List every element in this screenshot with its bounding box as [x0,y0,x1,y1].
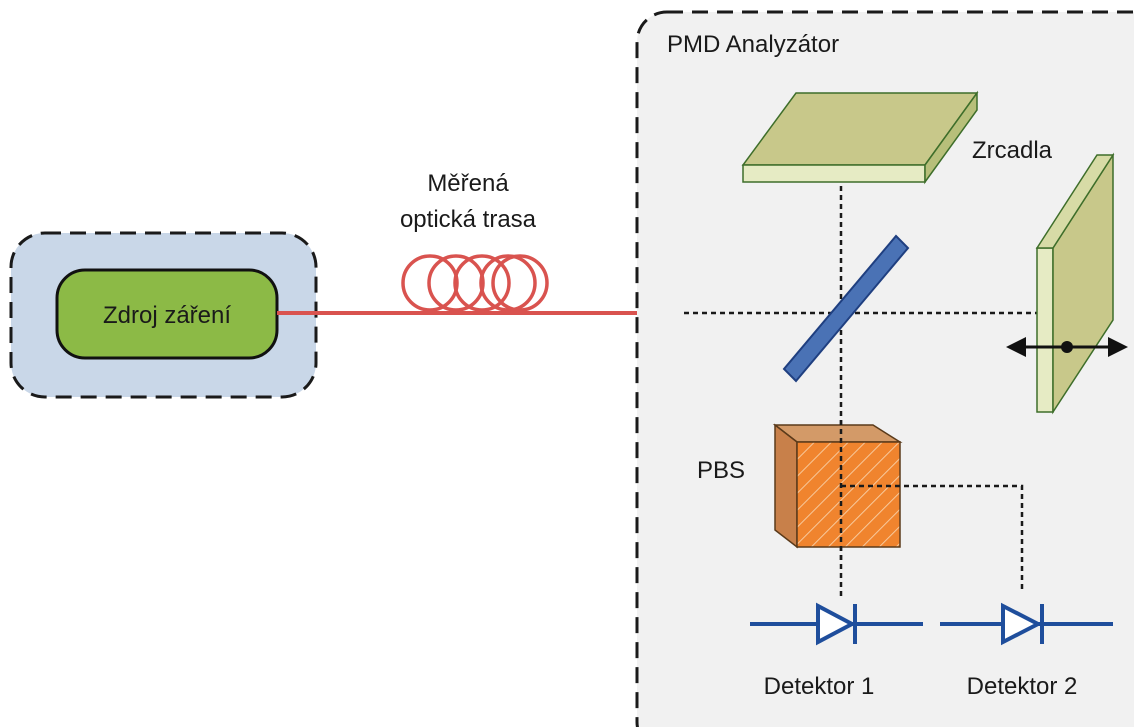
detector-1-label: Detektor 1 [764,673,875,700]
analyzer-title: PMD Analyzátor [667,31,839,58]
pbs-beam-overlay [839,420,900,560]
mirrors-label: Zrcadla [972,137,1053,164]
detector-2-label: Detektor 2 [967,673,1078,700]
source-label: Zdroj záření [103,302,231,329]
pbs-cube [772,423,903,549]
detector-1-diode-icon [750,602,923,646]
beam-paths [684,186,1040,596]
analyzer-panel [635,10,1134,727]
fiber-label-line1: Měřená [427,170,509,197]
pbs-label: PBS [697,457,745,484]
top-mirror [741,90,979,185]
detector-2-diode-icon [940,602,1113,646]
fiber-label-line2: optická trasa [400,206,537,233]
double-arrow-icon [1006,337,1128,357]
fiber-coil [401,254,549,312]
source-box: Zdroj záření [55,268,279,360]
beam-splitter [782,234,910,383]
